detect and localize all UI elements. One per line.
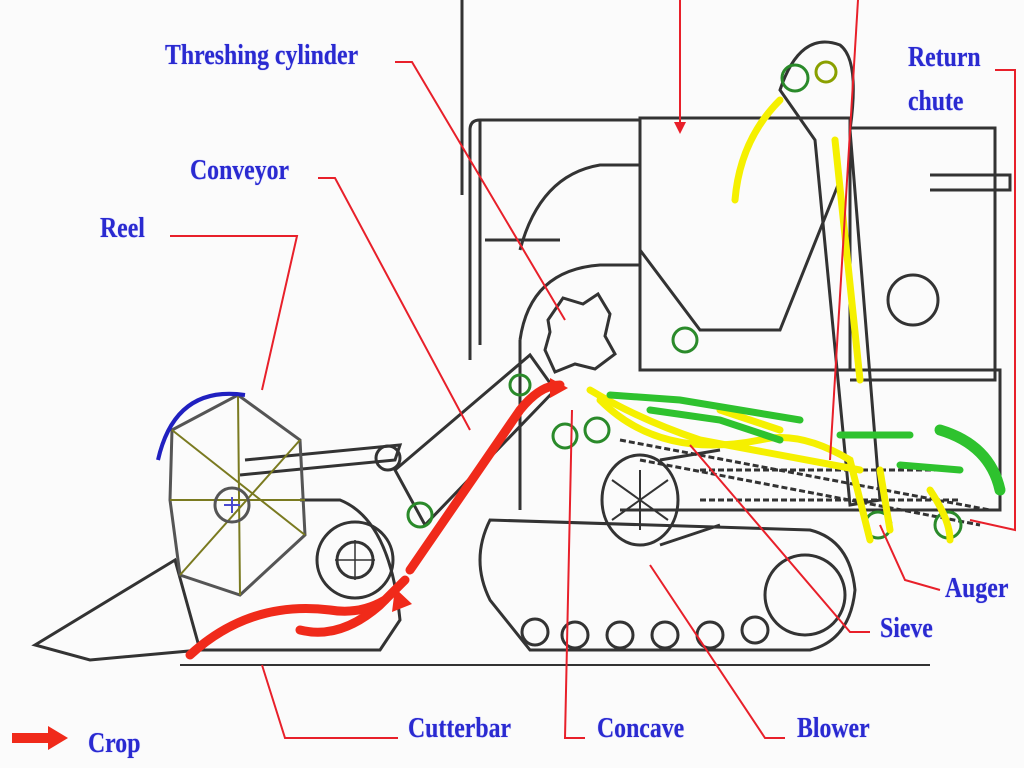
- label-threshing-cylinder: Threshing cylinder: [165, 39, 359, 71]
- crop-legend-arrow-icon: [12, 726, 68, 750]
- label-reel: Reel: [100, 212, 145, 244]
- label-sieve: Sieve: [880, 612, 933, 644]
- label-concave: Concave: [597, 712, 685, 744]
- label-cutterbar: Cutterbar: [408, 712, 512, 744]
- leader-lines: [170, 0, 1016, 739]
- label-conveyor: Conveyor: [190, 154, 290, 186]
- legend-crop-label: Crop: [88, 727, 141, 759]
- machine-outline: [31, 0, 1012, 666]
- label-auger: Auger: [945, 572, 1009, 604]
- chaff-flow-arrows: [606, 391, 1006, 496]
- label-blower: Blower: [797, 712, 870, 744]
- label-return-chute-1: Return: [908, 41, 981, 73]
- grain-flow-arrows: [586, 96, 954, 544]
- label-return-chute-2: chute: [908, 85, 964, 117]
- reel-rotation-arrow: [156, 391, 246, 461]
